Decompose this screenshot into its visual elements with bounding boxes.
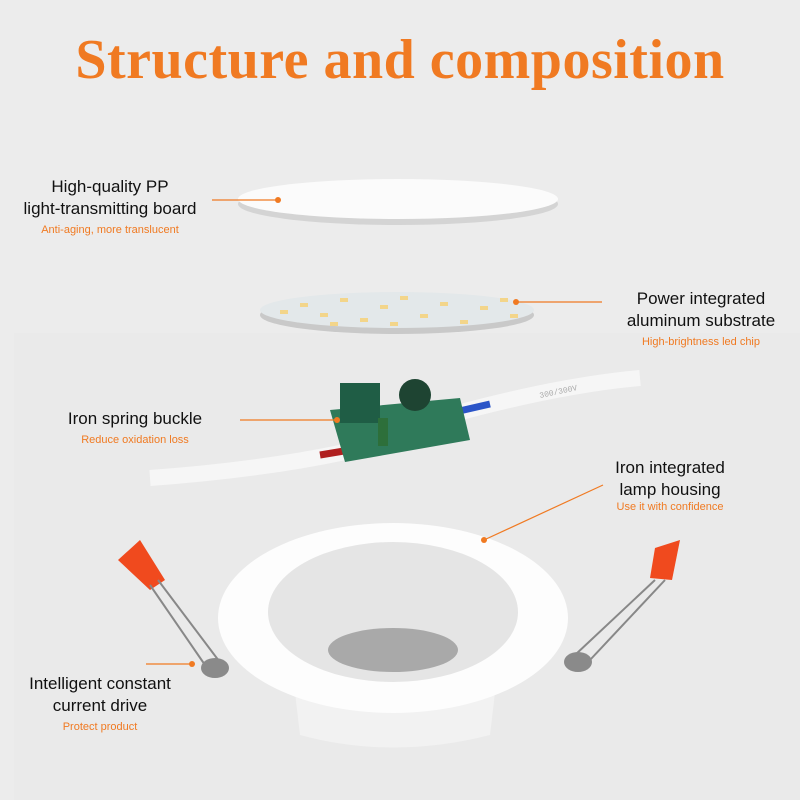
label-constant-drive: Intelligent constant current drive Prote… <box>5 673 195 733</box>
callout-lines <box>146 197 604 667</box>
label-lamp-housing: Iron integrated lamp housing Use it with… <box>580 457 760 513</box>
label-led-board: Power integrated aluminum substrate High… <box>596 288 800 348</box>
spring-clip-right <box>564 540 680 672</box>
driver-with-cable: 300/300V <box>149 370 641 486</box>
label-subtitle: Use it with confidence <box>616 501 724 513</box>
label-subtitle: High-brightness led chip <box>641 336 760 348</box>
label-title: Iron spring buckle <box>67 409 203 428</box>
label-subtitle: Reduce oxidation loss <box>81 434 189 446</box>
label-diffuser: High-quality PP light-transmitting board… <box>10 176 210 236</box>
page-title: Structure and composition <box>75 29 725 91</box>
label-spring-buckle: Iron spring buckle Reduce oxidation loss <box>40 408 230 446</box>
label-title: Power integrated <box>636 289 766 308</box>
label-title: High-quality PP <box>51 177 169 196</box>
lamp-housing <box>218 523 568 748</box>
led-aluminum-board <box>260 292 534 334</box>
label-title: aluminum substrate <box>626 311 776 330</box>
label-title: current drive <box>52 696 148 715</box>
spring-clip-left <box>118 540 229 678</box>
label-subtitle: Protect product <box>62 721 138 733</box>
label-title: lamp housing <box>619 480 721 499</box>
label-title: Iron integrated <box>615 458 725 477</box>
label-title: light-transmitting board <box>23 199 197 218</box>
label-title: Intelligent constant <box>29 674 171 693</box>
label-subtitle: Anti-aging, more translucent <box>41 224 179 236</box>
diffuser-board <box>238 179 558 225</box>
